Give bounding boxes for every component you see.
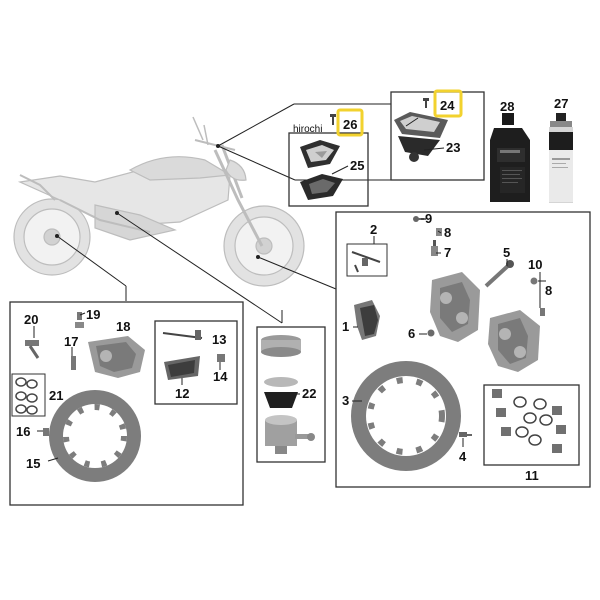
piston-kit (492, 389, 566, 453)
callout-14: 14 (213, 369, 228, 384)
callout-17: 17 (64, 334, 78, 349)
rear-disc-bolt (43, 428, 49, 436)
callout-1: 1 (342, 319, 349, 334)
highlight-box-24 (433, 89, 463, 118)
leader-dot (216, 144, 220, 148)
reservoir-cover-part (394, 112, 448, 162)
callout-4: 4 (459, 449, 467, 464)
motorcycle-silhouette (13, 116, 305, 287)
rear-pad-kit (162, 330, 225, 380)
callout-9: 9 (425, 211, 432, 226)
callout-27: 27 (554, 96, 568, 111)
callout-13: 13 (212, 332, 226, 347)
callout-23: 23 (446, 140, 460, 155)
brake-fluid-bottle (490, 113, 530, 202)
callout-18: 18 (116, 319, 130, 334)
bleeder-valve (431, 240, 438, 256)
front-brake-disc (351, 361, 461, 471)
callout-22: 22 (302, 386, 316, 401)
leader-dot (55, 234, 59, 238)
rear-bleeder (75, 312, 84, 328)
callout-26: 26 (343, 117, 357, 132)
front-brake-caliper-upper (430, 272, 480, 342)
mirror-cover-lower (300, 174, 343, 200)
callout-leaders (33, 117, 546, 462)
front-brake-caliper-lower (488, 310, 540, 372)
callout-15: 15 (26, 456, 40, 471)
watermark-text: hirochi (293, 124, 322, 135)
callout-24: 24 (440, 98, 455, 113)
frame-rear-brake (9, 301, 244, 506)
callout-5: 5 (503, 245, 510, 260)
bleeder-screw-lower (540, 308, 545, 316)
callout-11: 11 (525, 468, 539, 483)
brake-reservoir (261, 335, 315, 454)
rear-brake-disc (49, 390, 141, 482)
frame-rear-pads (154, 320, 238, 405)
callout-21: 21 (49, 388, 63, 403)
callout-6: 6 (408, 326, 415, 341)
caliper-cap (530, 277, 538, 285)
disc-bolt (459, 432, 472, 437)
front-brake-pad (354, 300, 380, 340)
callout-12: 12 (175, 386, 189, 401)
callout-25: 25 (350, 158, 364, 173)
leader-dot (115, 211, 119, 215)
frame-front-brake (335, 211, 591, 488)
callout-8a: 8 (444, 225, 451, 240)
callout-3: 3 (342, 393, 349, 408)
pad-pin-kit (346, 243, 388, 277)
dust-cap (427, 329, 435, 337)
frame-mirror-covers (288, 132, 369, 207)
callout-16: 16 (16, 424, 30, 439)
frame-piston-kit (483, 384, 580, 466)
spray-can (549, 113, 573, 203)
callout-8b: 8 (545, 283, 552, 298)
rear-seal-kit (11, 373, 46, 417)
leader-dot (256, 255, 260, 259)
screw-icon (423, 98, 429, 108)
callout-10: 10 (528, 257, 542, 272)
callout-28: 28 (500, 99, 514, 114)
callout-20: 20 (24, 312, 38, 327)
rear-brake-caliper (88, 336, 145, 378)
mirror-cover-upper (300, 140, 340, 168)
callout-19: 19 (86, 307, 100, 322)
frame-reservoir (256, 326, 326, 463)
rear-caliper-bolt (71, 356, 76, 370)
callout-2: 2 (370, 222, 377, 237)
callout-7: 7 (444, 245, 451, 260)
highlight-box-26 (336, 108, 364, 137)
caliper-bolt (484, 260, 514, 288)
screw-icon (330, 114, 336, 125)
rear-bracket-bolt (25, 340, 40, 359)
